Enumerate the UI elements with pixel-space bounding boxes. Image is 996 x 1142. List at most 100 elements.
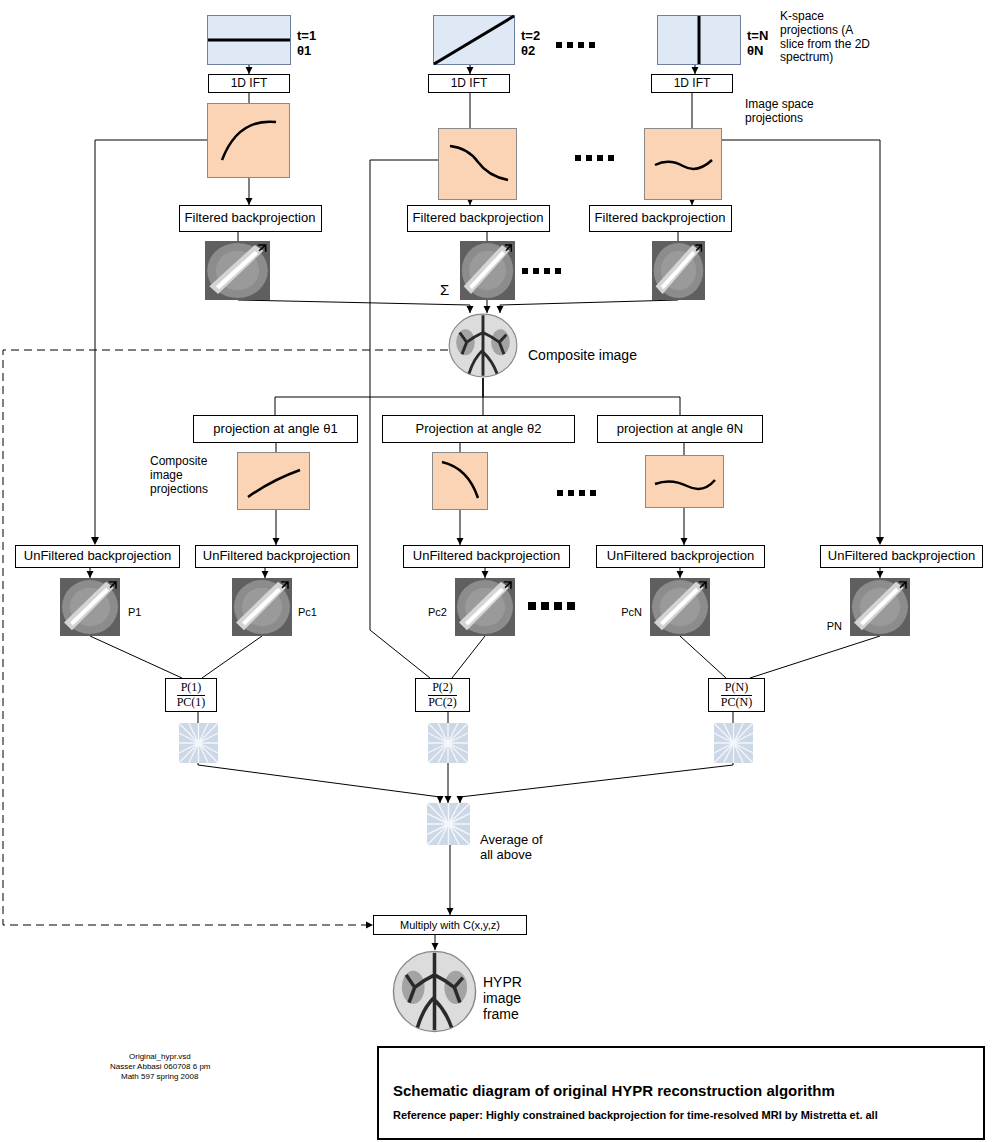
backprojection-image: PN xyxy=(850,578,910,636)
arrow-head xyxy=(246,198,253,205)
backprojection-thumbnail xyxy=(205,241,270,300)
unfiltered-thumbnail xyxy=(850,578,910,636)
plot-box xyxy=(646,456,724,508)
kspace-square xyxy=(208,16,291,65)
image-label: PcN xyxy=(621,606,642,619)
dot xyxy=(608,155,614,161)
backprojection-thumbnail xyxy=(460,241,515,300)
box-label: UnFiltered backprojection xyxy=(413,549,560,564)
arrow-head xyxy=(87,571,94,578)
plot-box xyxy=(238,453,310,510)
dot xyxy=(579,490,585,496)
connector-line xyxy=(483,378,680,415)
process-box: UnFiltered backprojection xyxy=(596,545,765,568)
average-thumbnail xyxy=(427,803,470,845)
connector xyxy=(202,636,262,678)
dot xyxy=(541,602,549,610)
backprojection-image: PcN xyxy=(650,578,710,636)
box-label: 1D IFT xyxy=(674,77,711,91)
time-angle-label: t=N θN xyxy=(747,29,768,59)
connector xyxy=(246,65,253,74)
arrow-head xyxy=(91,537,99,545)
ratio-thumbnail xyxy=(714,723,753,763)
ratio-box: P(N)PC(N) xyxy=(708,678,765,712)
connector-line xyxy=(90,636,182,678)
box-label: Projection at angle θ2 xyxy=(416,422,542,437)
image-label: P1 xyxy=(128,606,141,619)
kspace-slice: t=2 θ2 xyxy=(433,15,515,65)
label-holder: Average of all above xyxy=(480,833,550,863)
connector xyxy=(275,378,483,415)
backprojection-thumbnail xyxy=(652,241,705,300)
arrow-head xyxy=(692,67,699,74)
backprojection-image: P1 xyxy=(60,578,120,636)
label-holder: Pc1 xyxy=(298,606,317,619)
process-box: 1D IFT xyxy=(428,74,510,93)
note-label: Math 597 spring 2008 xyxy=(121,1072,198,1081)
label-holder: Pc2 xyxy=(428,606,447,619)
label-holder: Composite image projections xyxy=(150,455,208,496)
connector xyxy=(877,568,884,578)
kspace-slice: t=1 θ1 xyxy=(207,15,291,65)
kspace-squares xyxy=(208,16,741,65)
plot-curve xyxy=(442,462,478,498)
label-holder: P1 xyxy=(128,606,141,619)
label-holder: PN xyxy=(827,620,842,633)
label-holder: Image space projections xyxy=(745,98,835,126)
plot-curve xyxy=(248,470,300,497)
connector xyxy=(447,845,454,915)
connector-line xyxy=(680,636,726,678)
note-label: Image space projections xyxy=(745,98,835,126)
dot xyxy=(544,268,550,274)
arrow-head xyxy=(437,796,444,803)
kspace-square xyxy=(658,16,741,65)
process-box: 1D IFT xyxy=(651,74,733,93)
connector-line xyxy=(452,636,485,678)
note-label: Composite image projections xyxy=(150,455,208,496)
unfiltered-thumbnail xyxy=(650,578,710,636)
arrow-head xyxy=(366,922,373,929)
dot xyxy=(555,268,561,274)
box-label: UnFiltered backprojection xyxy=(828,549,975,564)
process-box: 1D IFT xyxy=(208,74,290,93)
ratio-thumbnail xyxy=(179,723,218,763)
dot xyxy=(575,155,581,161)
connector xyxy=(452,636,485,678)
process-box: Filtered backprojection xyxy=(589,205,732,232)
lead-line xyxy=(722,140,880,539)
box-label: projection at angle θN xyxy=(617,422,743,437)
image-label: Pc1 xyxy=(298,606,317,619)
arrow-head xyxy=(447,908,454,915)
process-box: projection at angle θ1 xyxy=(193,415,358,443)
fraction-numerator: P(2) xyxy=(428,681,457,696)
composite-image: Composite image xyxy=(448,313,518,378)
dot xyxy=(578,42,584,48)
ratio-box: P(1)PC(1) xyxy=(165,678,217,712)
connector xyxy=(457,712,734,803)
dot xyxy=(568,490,574,496)
plot-curve xyxy=(450,146,508,180)
composite-picture xyxy=(448,313,518,378)
process-box: UnFiltered backprojection xyxy=(820,545,983,568)
box-label: UnFiltered backprojection xyxy=(203,549,350,564)
plot-curve xyxy=(655,160,712,169)
connector-line xyxy=(450,845,451,915)
backprojection-image: Pc2 xyxy=(455,578,515,636)
arrow-head xyxy=(484,306,491,313)
dot xyxy=(554,602,562,610)
ratio-thumbnail xyxy=(428,723,468,763)
arrow-head xyxy=(876,537,884,545)
average-image: Average of all above xyxy=(427,803,470,845)
plot-box xyxy=(433,453,488,510)
arrow-head xyxy=(445,796,452,803)
process-box: UnFiltered backprojection xyxy=(195,545,358,568)
arrow-head xyxy=(262,571,269,578)
caption-reference: Reference paper: Highly constrained back… xyxy=(393,1109,971,1122)
dot xyxy=(567,42,573,48)
connector xyxy=(497,232,679,313)
caption-title: Schematic diagram of original HYPR recon… xyxy=(393,1082,971,1099)
connector xyxy=(90,636,182,678)
projection-leads xyxy=(95,140,880,678)
